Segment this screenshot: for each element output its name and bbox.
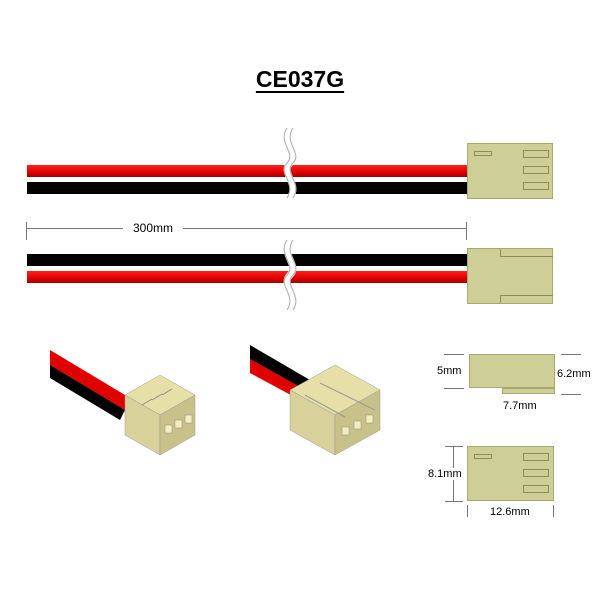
pin-slot	[523, 485, 549, 493]
pin-slot	[523, 150, 549, 158]
pin-slot	[523, 453, 549, 461]
connector-top	[467, 143, 553, 199]
side-profile-body	[469, 354, 555, 388]
side-depth-label: 7.7mm	[503, 400, 537, 412]
side-height-right-label: 6.2mm	[557, 368, 591, 380]
red-wire	[27, 165, 467, 177]
connector-bottom	[467, 248, 553, 304]
latch-mark-icon	[474, 151, 492, 156]
front-width-label: 12.6mm	[490, 506, 530, 518]
pin-slot	[523, 469, 549, 477]
pin-slot	[523, 166, 549, 174]
isometric-connector-back	[250, 345, 381, 456]
isometric-connector-front	[50, 350, 196, 456]
length-label: 300mm	[133, 221, 174, 235]
black-wire	[27, 182, 467, 194]
break-line-icon	[283, 128, 297, 198]
latch-mark-icon	[474, 454, 492, 459]
break-line-icon	[283, 240, 297, 310]
red-wire	[27, 271, 467, 283]
pin-slot	[523, 182, 549, 190]
part-number-title: CE037G	[255, 66, 345, 92]
black-wire	[27, 254, 467, 266]
front-profile-body	[467, 446, 554, 501]
front-height-label: 8.1mm	[428, 468, 462, 480]
side-height-left-label: 5mm	[437, 365, 462, 377]
